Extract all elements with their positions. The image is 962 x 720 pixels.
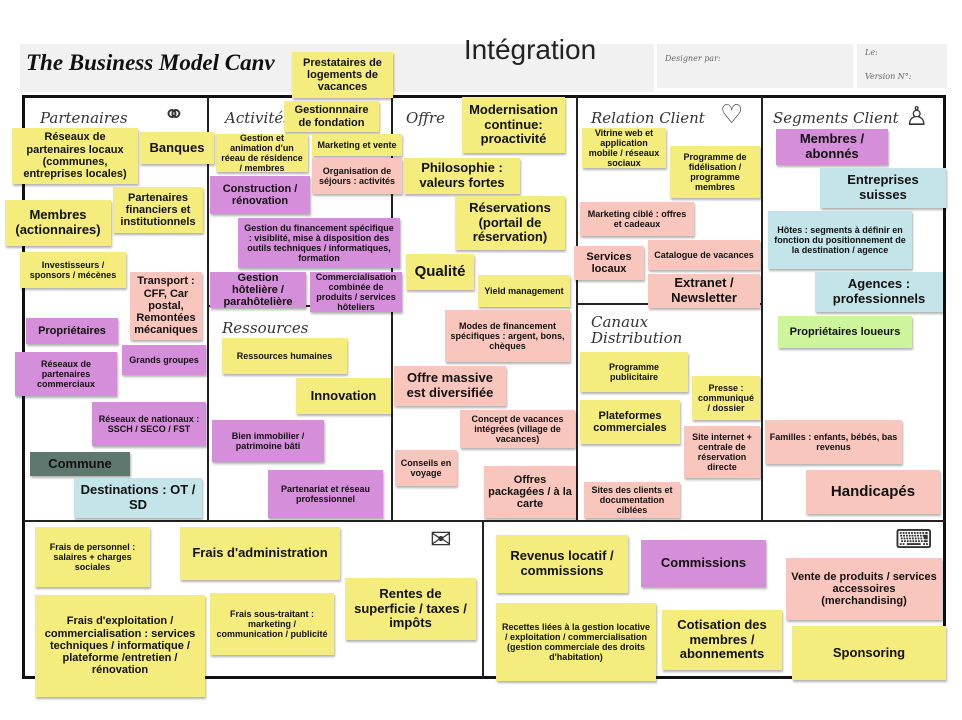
sticky-note[interactable]: Extranet / Newsletter [648, 274, 760, 308]
sticky-note[interactable]: Frais d'administration [180, 527, 340, 580]
sticky-note[interactable]: Transport : CFF, Car postal, Remontées m… [130, 272, 202, 340]
sticky-note[interactable]: Modes de financement spécifiques : argen… [445, 310, 570, 362]
sticky-note[interactable]: Catalogue de vacances [648, 240, 760, 270]
sticky-note[interactable]: Gestion et animation d'un réeau de résid… [216, 133, 308, 173]
sticky-note[interactable]: Offres packagées / à la carte [484, 466, 576, 518]
sticky-note[interactable]: Membres (actionnaires) [5, 200, 111, 246]
section-canaux: Canaux Distribution [591, 313, 683, 347]
sticky-note[interactable]: Réseaux de nationaux : SSCH / SECO / FST [92, 402, 206, 446]
sticky-note[interactable]: Rentes de superficie / taxes / impôts [345, 578, 476, 640]
section-ressources: Ressources [222, 319, 309, 337]
receipt-icon: ✉ [430, 525, 452, 555]
sticky-note[interactable]: Marketing ciblé : offres et cadeaux [580, 202, 694, 236]
sticky-note[interactable]: Gestion du financement spécifique : visi… [238, 218, 400, 268]
divider [482, 520, 484, 678]
sticky-note[interactable]: Commercialisation combinée de produits /… [310, 272, 402, 312]
sticky-note[interactable]: Vitrine web et application mobile / rése… [582, 128, 666, 168]
divider [576, 96, 578, 520]
sticky-note[interactable]: Membres / abonnés [776, 129, 888, 165]
sticky-note[interactable]: Sponsoring [792, 626, 946, 680]
sticky-note[interactable]: Recettes liées à la gestion locative / e… [496, 603, 656, 681]
sticky-note[interactable]: Conseils en voyage [395, 450, 457, 486]
sticky-note[interactable]: Réservations (portail de réservation) [455, 196, 565, 250]
cash-register-icon: ⌨ [895, 525, 933, 555]
sticky-note[interactable]: Marketing et vente [312, 134, 402, 156]
sticky-note[interactable]: Gestion hôtelière / parahôtelière [210, 272, 306, 308]
version-label: Version N°: [865, 72, 912, 81]
sticky-note[interactable]: Réseaux de partenaires locaux (communes,… [12, 128, 138, 184]
section-offre: Offre [406, 109, 445, 127]
sticky-note[interactable]: Frais d'exploitation / commercialisation… [35, 595, 205, 697]
designer-box [657, 44, 853, 88]
sticky-note[interactable]: Philosophie : valeurs fortes [404, 158, 520, 194]
sticky-note[interactable]: Yield management [478, 275, 570, 307]
sticky-note[interactable]: Partenaires financiers et institutionnel… [113, 187, 203, 233]
designer-label: Designer par: [665, 54, 721, 63]
sticky-note[interactable]: Bien immobilier / patrimoine bâti [212, 420, 324, 462]
date-label: Le: [865, 48, 878, 57]
sticky-note[interactable]: Concept de vacances intégrées (village d… [460, 410, 575, 448]
sticky-note[interactable]: Familles : enfants, bébés, bas revenus [765, 420, 902, 464]
person-icon: ♙ [905, 102, 929, 132]
sticky-note[interactable]: Hôtes : segments à définir en fonction d… [768, 211, 912, 269]
sticky-note[interactable]: Entreprises suisses [820, 168, 946, 208]
sticky-note[interactable]: Handicapés [806, 470, 940, 514]
section-partenaires: Partenaires [40, 109, 128, 127]
sticky-note[interactable]: Offre massive est diversifiée [394, 366, 506, 406]
slide-title: Intégration [463, 34, 597, 65]
sticky-note[interactable]: Frais de personnel : salaires + charges … [35, 527, 150, 587]
chain-link-icon: ⚭ [163, 100, 185, 130]
sticky-note[interactable]: Partenariat et réseau professionnel [268, 470, 383, 518]
sticky-note[interactable]: Agences : professionnels [815, 272, 943, 312]
heart-icon: ♡ [720, 100, 744, 130]
sticky-note[interactable]: Innovation [296, 378, 391, 414]
sticky-note[interactable]: Modernisation continue: proactivité [462, 97, 565, 153]
sticky-note[interactable]: Site internet + centrale de réservation … [684, 426, 760, 478]
sticky-note[interactable]: Prestataires de logements de vacances [292, 52, 393, 98]
sticky-note[interactable]: Construction / rénovation [210, 176, 310, 214]
section-segments: Segments Client [773, 109, 899, 127]
sticky-note[interactable]: Services locaux [574, 246, 644, 280]
sticky-note[interactable]: Réseaux de partenaires commerciaux [15, 352, 117, 396]
sticky-note[interactable]: Propriétaires [26, 318, 118, 344]
divider [761, 96, 763, 520]
divider [24, 520, 945, 522]
sticky-note[interactable]: Vente de produits / services accessoires… [786, 558, 942, 620]
sticky-note[interactable]: Programme de fidélisation / programme me… [670, 146, 760, 198]
sticky-note[interactable]: Programme publicitaire [580, 352, 688, 392]
sticky-note[interactable]: Propriétaires loueurs [778, 316, 912, 348]
sticky-note[interactable]: Gestionnnaire de fondation [284, 101, 379, 132]
sticky-note[interactable]: Banques [140, 132, 214, 164]
date-version-box [857, 44, 947, 88]
sticky-note[interactable]: Cotisation des membres / abonnements [662, 610, 782, 670]
sticky-note[interactable]: Organisation de séjours : activités [312, 158, 402, 194]
sticky-note[interactable]: Revenus locatif / commissions [496, 535, 628, 593]
sticky-note[interactable]: Presse : communiqué / dossier [692, 376, 760, 420]
sticky-note[interactable]: Qualité [406, 254, 474, 290]
sticky-note[interactable]: Commissions [641, 540, 766, 587]
sticky-note[interactable]: Grands groupes [122, 345, 206, 375]
section-activites: Activités [225, 109, 291, 127]
sticky-note[interactable]: Commune [30, 452, 130, 476]
sticky-note[interactable]: Destinations : OT / SD [74, 478, 202, 518]
sticky-note[interactable]: Sites des clients et documentation ciblé… [584, 482, 680, 518]
sticky-note[interactable]: Ressources humaines [222, 338, 347, 374]
divider [207, 96, 209, 520]
section-relation: Relation Client [591, 109, 705, 127]
sticky-note[interactable]: Plateformes commerciales [580, 400, 680, 444]
sticky-note[interactable]: Frais sous-traitant : marketing / commun… [210, 593, 334, 655]
sticky-note[interactable]: Investisseurs / sponsors / mécènes [20, 252, 126, 288]
canvas-title: The Business Model Canv [26, 50, 275, 75]
